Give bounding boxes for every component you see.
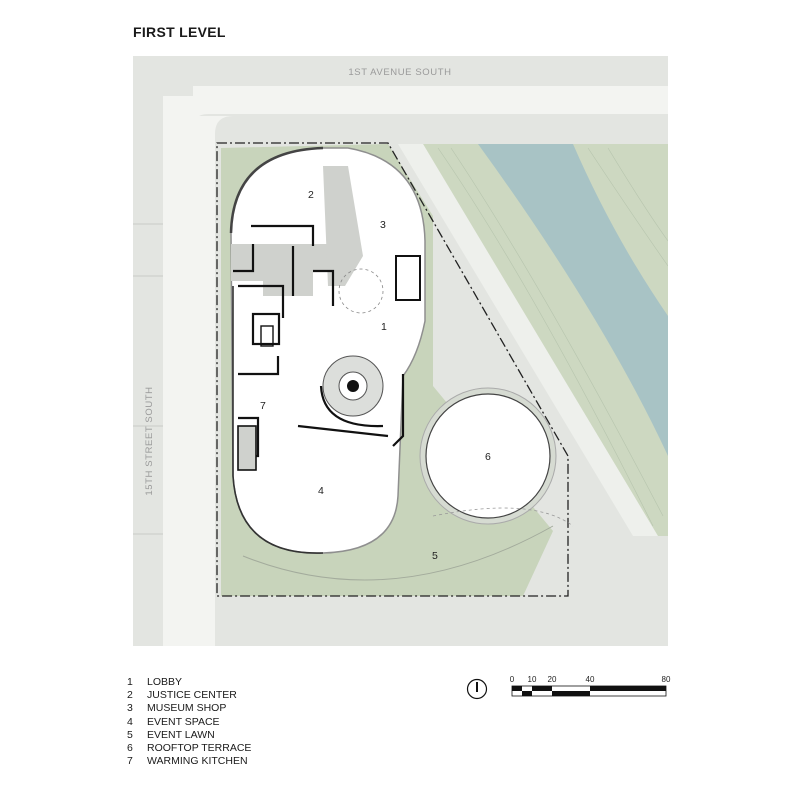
room-number-1: 1 <box>381 321 387 333</box>
lawn-contours <box>437 147 668 527</box>
room-number-6: 6 <box>485 451 491 463</box>
property-line <box>216 142 569 597</box>
legend-label: WARMING KITCHEN <box>147 755 248 768</box>
interior-walls <box>233 224 405 458</box>
street-label-left: 15TH STREET SOUTH <box>144 386 155 495</box>
scale-tick-label: 40 <box>586 675 595 684</box>
scale-tick-label: 0 <box>510 675 515 684</box>
plan-title: FIRST LEVEL <box>133 24 226 40</box>
legend-number: 7 <box>127 755 133 768</box>
scale-tick-label: 10 <box>528 675 537 684</box>
legend-item: 2 JUSTICE CENTER <box>127 689 251 702</box>
terrace-path <box>432 507 574 527</box>
scale-tick-label: 80 <box>662 675 671 684</box>
legend-item: 4 EVENT SPACE <box>127 716 251 729</box>
spiral-stair <box>319 355 384 428</box>
legend-number: 3 <box>127 702 133 715</box>
west-wall <box>232 286 324 554</box>
room-number-3: 3 <box>380 219 386 231</box>
river-walk <box>398 144 658 536</box>
central-wall-mass <box>323 166 363 286</box>
north-wall <box>229 146 324 234</box>
legend-label: JUSTICE CENTER <box>147 689 237 702</box>
stair-core <box>395 255 421 301</box>
curb-lines <box>133 223 163 535</box>
legend-item: 1 LOBBY <box>127 676 251 689</box>
service-core <box>231 244 333 296</box>
river <box>478 144 668 456</box>
legend-number: 2 <box>127 689 133 702</box>
legend-item: 7 WARMING KITCHEN <box>127 755 251 768</box>
top-sidewalk <box>193 86 668 129</box>
left-walk-inner <box>195 116 233 646</box>
legend-label: MUSEUM SHOP <box>147 702 227 715</box>
legend-item: 6 ROOFTOP TERRACE <box>127 742 251 755</box>
kitchen-stair <box>237 425 257 471</box>
legend-label: EVENT SPACE <box>147 715 220 728</box>
legend-item: 3 MUSEUM SHOP <box>127 702 251 715</box>
scale-segments <box>512 686 666 696</box>
legend-number: 4 <box>127 715 133 728</box>
legend-number: 6 <box>127 742 133 755</box>
left-sidewalk <box>163 96 195 646</box>
legend-number: 1 <box>127 676 133 688</box>
legend-label: EVENT LAWN <box>147 728 215 741</box>
north-arrow-icon <box>466 678 488 700</box>
lawn-path <box>242 525 554 581</box>
room-number-7: 7 <box>260 400 266 412</box>
rooftop-terrace <box>419 387 557 525</box>
street-label-top: 1ST AVENUE SOUTH <box>348 67 451 78</box>
scale-bar: 0 10 20 40 80 <box>510 675 671 697</box>
scale-tick-label: 20 <box>548 675 557 684</box>
floor-plan: 1ST AVENUE SOUTH 15TH STREET SOUTH 1 2 3… <box>133 56 668 646</box>
legend-item: 5 EVENT LAWN <box>127 729 251 742</box>
legend-label: ROOFTOP TERRACE <box>147 742 252 755</box>
lobby-circle <box>338 268 384 314</box>
legend-number: 5 <box>127 728 133 741</box>
room-number-4: 4 <box>318 485 324 497</box>
room-number-2: 2 <box>308 189 314 201</box>
room-number-5: 5 <box>432 550 438 562</box>
legend-label: LOBBY <box>147 676 183 688</box>
